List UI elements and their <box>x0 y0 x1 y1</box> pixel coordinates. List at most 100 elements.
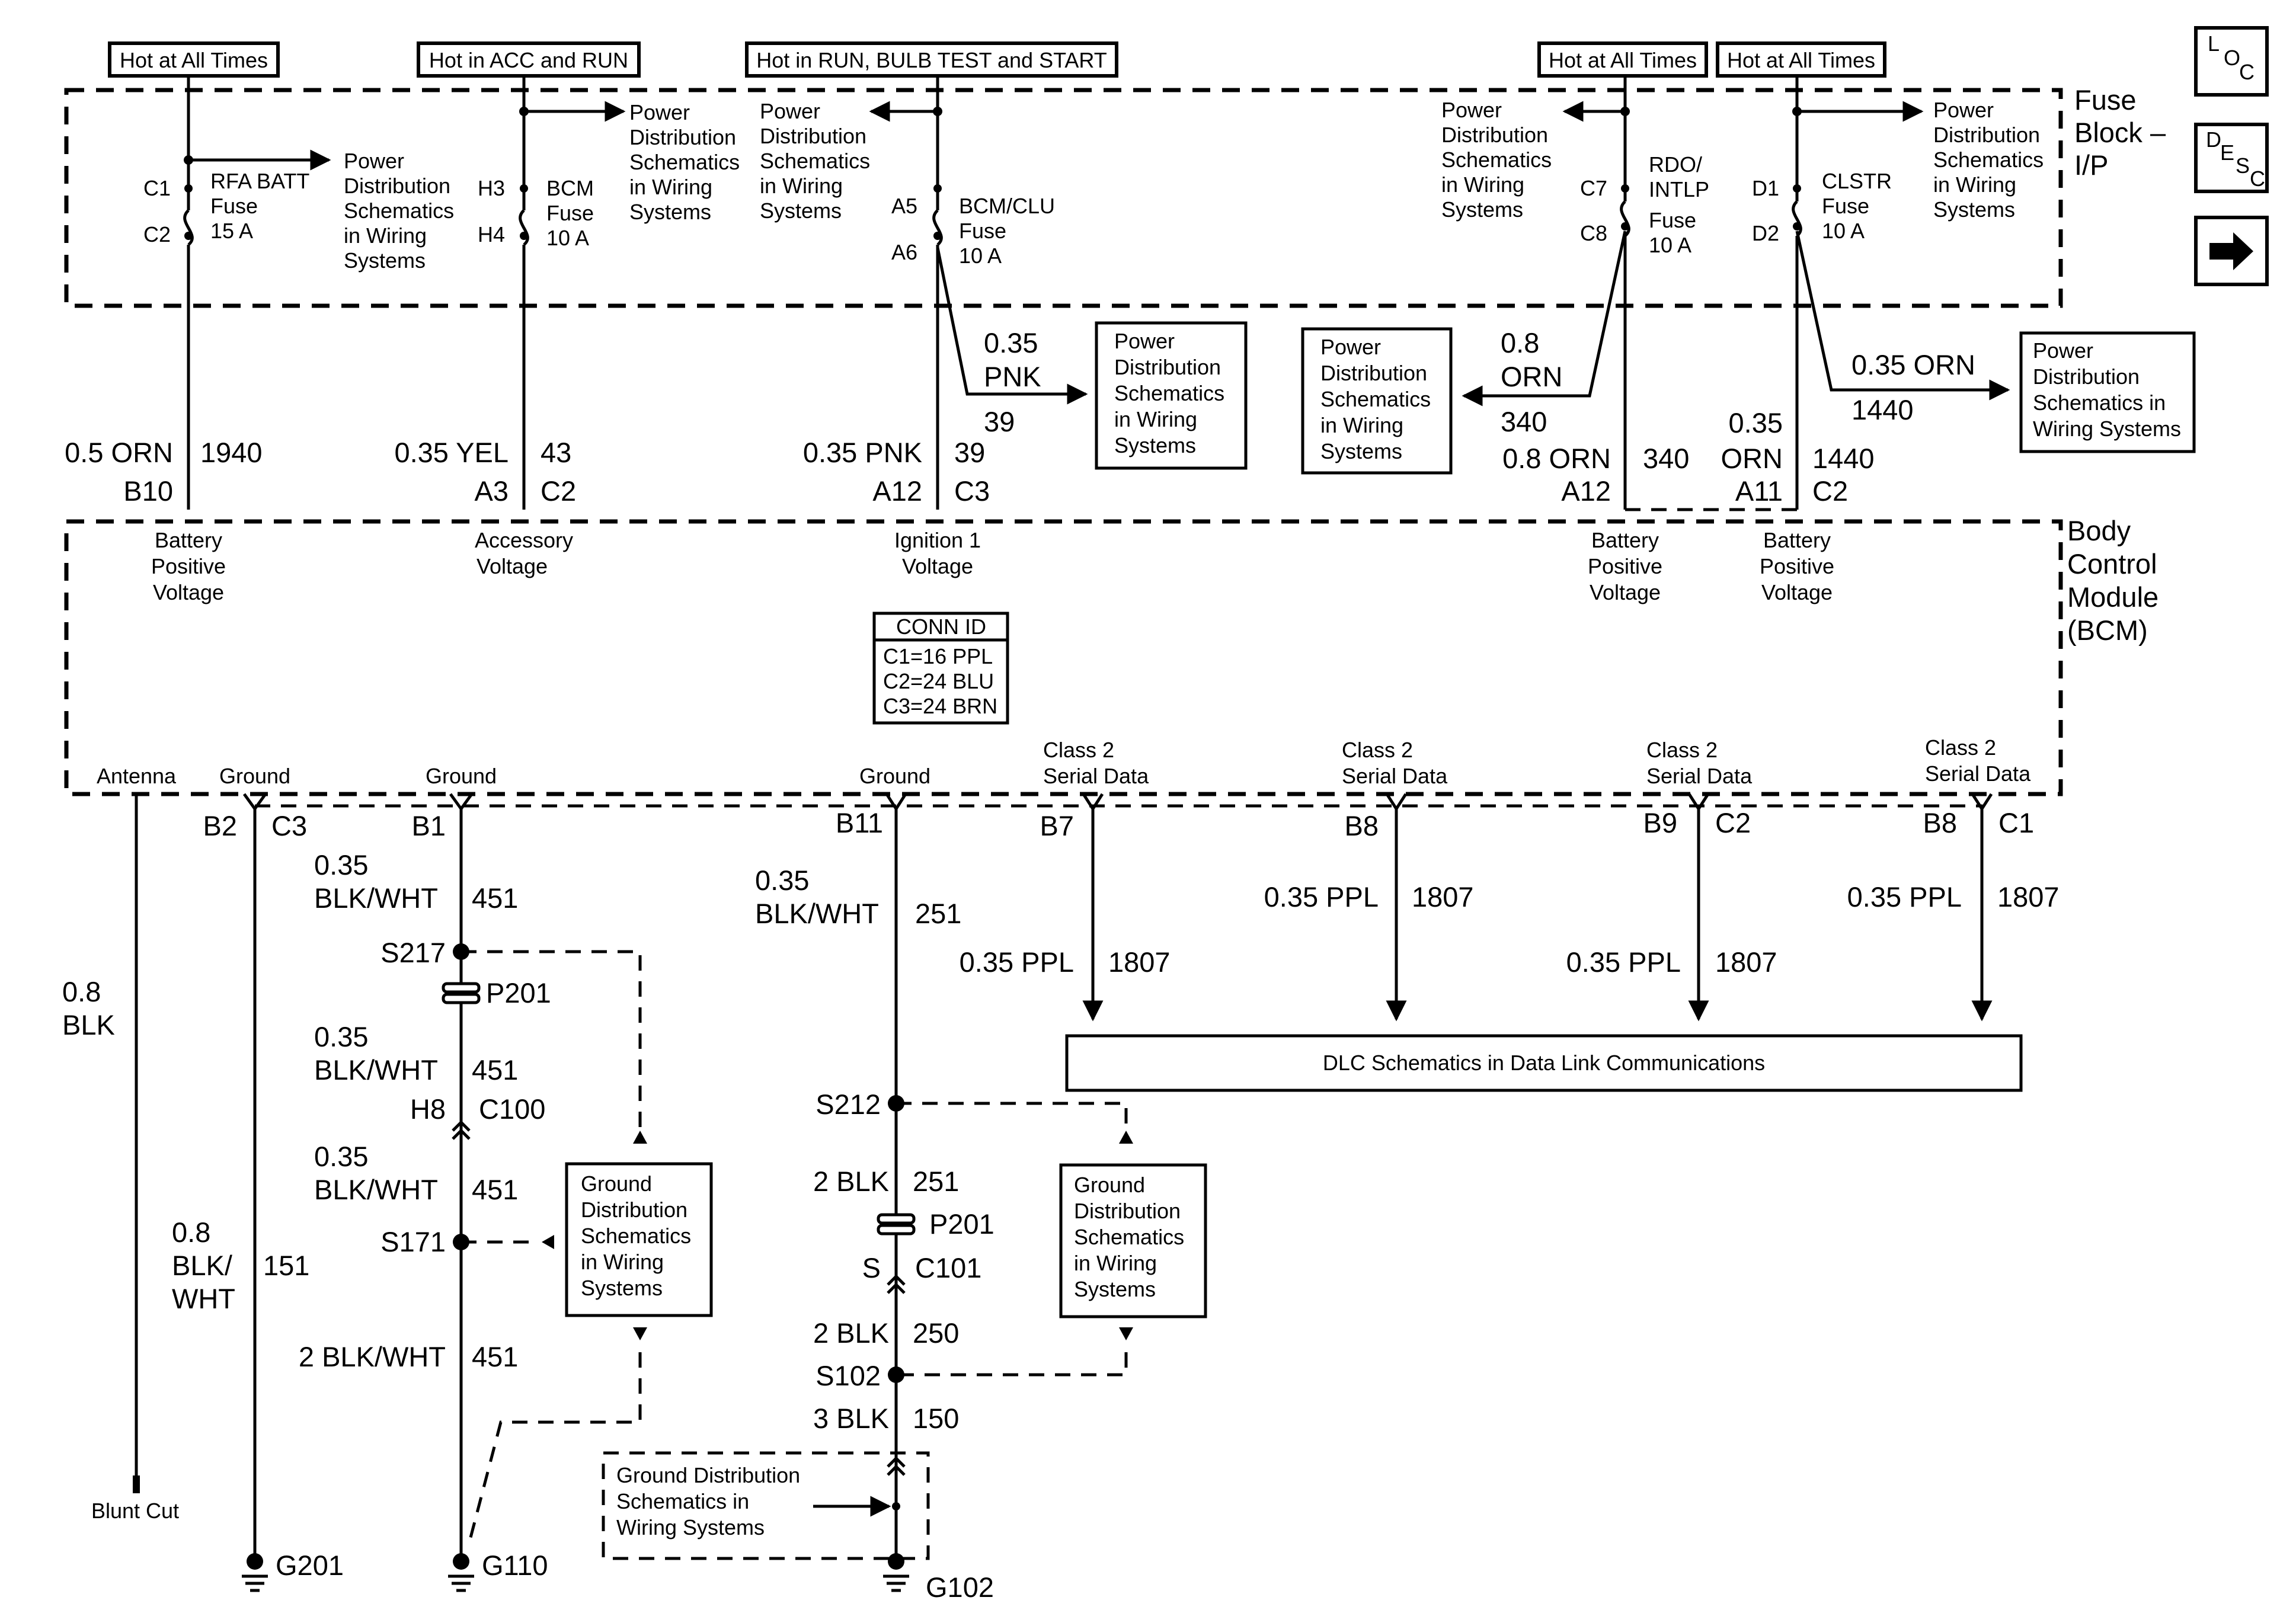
svg-text:Voltage: Voltage <box>477 554 548 578</box>
svg-text:C2: C2 <box>541 475 576 507</box>
svg-text:Ignition 1: Ignition 1 <box>894 528 981 552</box>
ground-label: G201 <box>276 1550 344 1581</box>
fuse-name: Fuse <box>546 201 594 225</box>
svg-text:Battery: Battery <box>1591 528 1659 552</box>
power-box-2: Power Distribution Schematics in Wiring … <box>1301 327 1453 475</box>
svg-text:Systems: Systems <box>629 200 711 224</box>
svg-text:C3=24 BRN: C3=24 BRN <box>883 694 997 718</box>
svg-text:Schematics: Schematics <box>1933 148 2044 172</box>
svg-text:Wiring Systems: Wiring Systems <box>616 1515 765 1539</box>
svg-text:0.35: 0.35 <box>314 849 368 881</box>
svg-text:340: 340 <box>1501 406 1547 437</box>
svg-text:Distribution: Distribution <box>344 174 450 198</box>
svg-text:in Wiring: in Wiring <box>1441 172 1524 197</box>
svg-text:DLC Schematics in Data Link Co: DLC Schematics in Data Link Communicatio… <box>1323 1051 1765 1075</box>
svg-text:in Wiring: in Wiring <box>1320 413 1403 437</box>
svg-text:C3: C3 <box>954 475 990 507</box>
svg-text:C2=24 BLU: C2=24 BLU <box>883 669 994 693</box>
serial-wire-1: 0.35 PPL 1807 <box>960 793 1171 1022</box>
svg-text:Schematics: Schematics <box>1320 387 1431 411</box>
svg-text:BLK/: BLK/ <box>172 1250 233 1281</box>
svg-text:A3: A3 <box>475 475 509 507</box>
svg-text:Schematics: Schematics <box>1114 381 1224 405</box>
fuse-terminal: C7 <box>1580 176 1607 200</box>
fuse-terminal: D2 <box>1752 221 1779 245</box>
hot-labels: Hot at All Times Hot in ACC and RUN Hot … <box>108 41 1886 78</box>
ground-dashed-451 <box>461 950 647 1547</box>
svg-text:A12: A12 <box>872 475 922 507</box>
svg-text:BLK/WHT: BLK/WHT <box>314 1054 438 1086</box>
svg-text:Class 2: Class 2 <box>1043 738 1114 762</box>
svg-text:C2: C2 <box>1812 475 1848 507</box>
loc-button[interactable]: L O C <box>2194 26 2269 97</box>
fuse-rdo-intlp: C7 C8 RDO/ INTLP Fuse 10 A <box>1562 76 1709 510</box>
svg-text:BLK/WHT: BLK/WHT <box>314 882 438 914</box>
svg-text:Serial Data: Serial Data <box>1342 764 1448 788</box>
fuse-terminal: C8 <box>1580 221 1607 245</box>
svg-text:Ground: Ground <box>426 764 497 788</box>
fuse-name: Fuse <box>1822 194 1869 218</box>
svg-text:Power: Power <box>1114 329 1175 353</box>
svg-text:I/P: I/P <box>2074 149 2108 181</box>
fuse-terminal: D1 <box>1752 176 1779 200</box>
power-box-1: Power Distribution Schematics in Wiring … <box>1095 321 1248 470</box>
svg-text:A12: A12 <box>1561 475 1611 507</box>
svg-text:C101: C101 <box>915 1252 981 1283</box>
svg-text:B11: B11 <box>836 807 883 838</box>
svg-text:43: 43 <box>541 437 571 468</box>
wire-1440-labels: 0.35 ORN 1440 A11 C2 <box>1721 407 1875 507</box>
svg-text:Distribution: Distribution <box>629 125 736 149</box>
svg-text:PNK: PNK <box>984 361 1041 392</box>
svg-text:Accessory: Accessory <box>475 528 573 552</box>
svg-text:150: 150 <box>913 1403 959 1434</box>
branch-340: 0.8 ORN 340 <box>1462 231 1627 437</box>
ground-box-1: Ground Distribution Schematics in Wiring… <box>565 1162 713 1317</box>
serial-wire-2: 0.35 PPL 1807 <box>1264 793 1474 1022</box>
inline-label: P201 <box>486 977 551 1009</box>
svg-text:0.8: 0.8 <box>1501 327 1539 359</box>
svg-text:Block –: Block – <box>2074 117 2166 148</box>
svg-text:451: 451 <box>472 882 518 914</box>
inline-label: P201 <box>929 1208 994 1240</box>
wire-1940-labels: 0.5 ORN 1940 B10 <box>65 437 262 507</box>
svg-text:Power: Power <box>1933 98 1994 122</box>
loc-letter: C <box>2239 60 2255 84</box>
power-ref-4: Power Distribution Schematics in Wiring … <box>1441 98 1552 222</box>
splice-label: S212 <box>816 1089 881 1120</box>
svg-text:B7: B7 <box>1040 810 1075 841</box>
svg-text:in Wiring: in Wiring <box>1114 407 1197 431</box>
svg-text:0.35: 0.35 <box>314 1141 368 1172</box>
fuse-rating: 10 A <box>1649 233 1691 257</box>
desc-button[interactable]: D E S C <box>2194 123 2269 193</box>
fuse-bcm: H3 H4 BCM Fuse 10 A <box>478 76 626 510</box>
svg-text:Systems: Systems <box>344 248 426 273</box>
svg-text:0.8 ORN: 0.8 ORN <box>1502 443 1611 474</box>
svg-text:C1: C1 <box>1998 807 2034 838</box>
fuse-terminal: C1 <box>143 176 171 200</box>
fuse-terminal: H3 <box>478 176 505 200</box>
svg-text:Systems: Systems <box>760 199 842 223</box>
ground-label: G102 <box>926 1571 994 1603</box>
bcm-outputs: Antenna Ground Ground Ground Class 2 Ser… <box>97 735 2031 788</box>
svg-text:CONN ID: CONN ID <box>896 614 986 639</box>
desc-letter: C <box>2250 167 2265 191</box>
next-button[interactable] <box>2194 216 2269 286</box>
svg-text:in Wiring: in Wiring <box>760 174 843 198</box>
svg-text:Ground: Ground <box>1074 1173 1145 1197</box>
svg-text:B10: B10 <box>123 475 173 507</box>
svg-text:(BCM): (BCM) <box>2067 614 2148 646</box>
svg-text:251: 251 <box>915 898 961 929</box>
svg-text:ORN: ORN <box>1721 443 1783 474</box>
svg-text:0.8: 0.8 <box>62 976 101 1007</box>
svg-text:Schematics: Schematics <box>1074 1225 1184 1249</box>
splice-label: S217 <box>380 937 446 968</box>
fuse-name: Fuse <box>959 219 1006 243</box>
fuse-block-outline <box>64 88 2063 308</box>
svg-text:Distribution: Distribution <box>581 1198 687 1222</box>
fuse-rfa-batt: C1 C2 RFA BATT Fuse 15 A <box>143 76 331 510</box>
fuse-rating: 10 A <box>1822 219 1865 243</box>
desc-letter: E <box>2220 140 2234 165</box>
svg-text:Voltage: Voltage <box>1590 580 1661 604</box>
svg-text:1807: 1807 <box>1715 946 1777 978</box>
branch-39: 0.35 PNK 39 <box>936 247 1088 437</box>
